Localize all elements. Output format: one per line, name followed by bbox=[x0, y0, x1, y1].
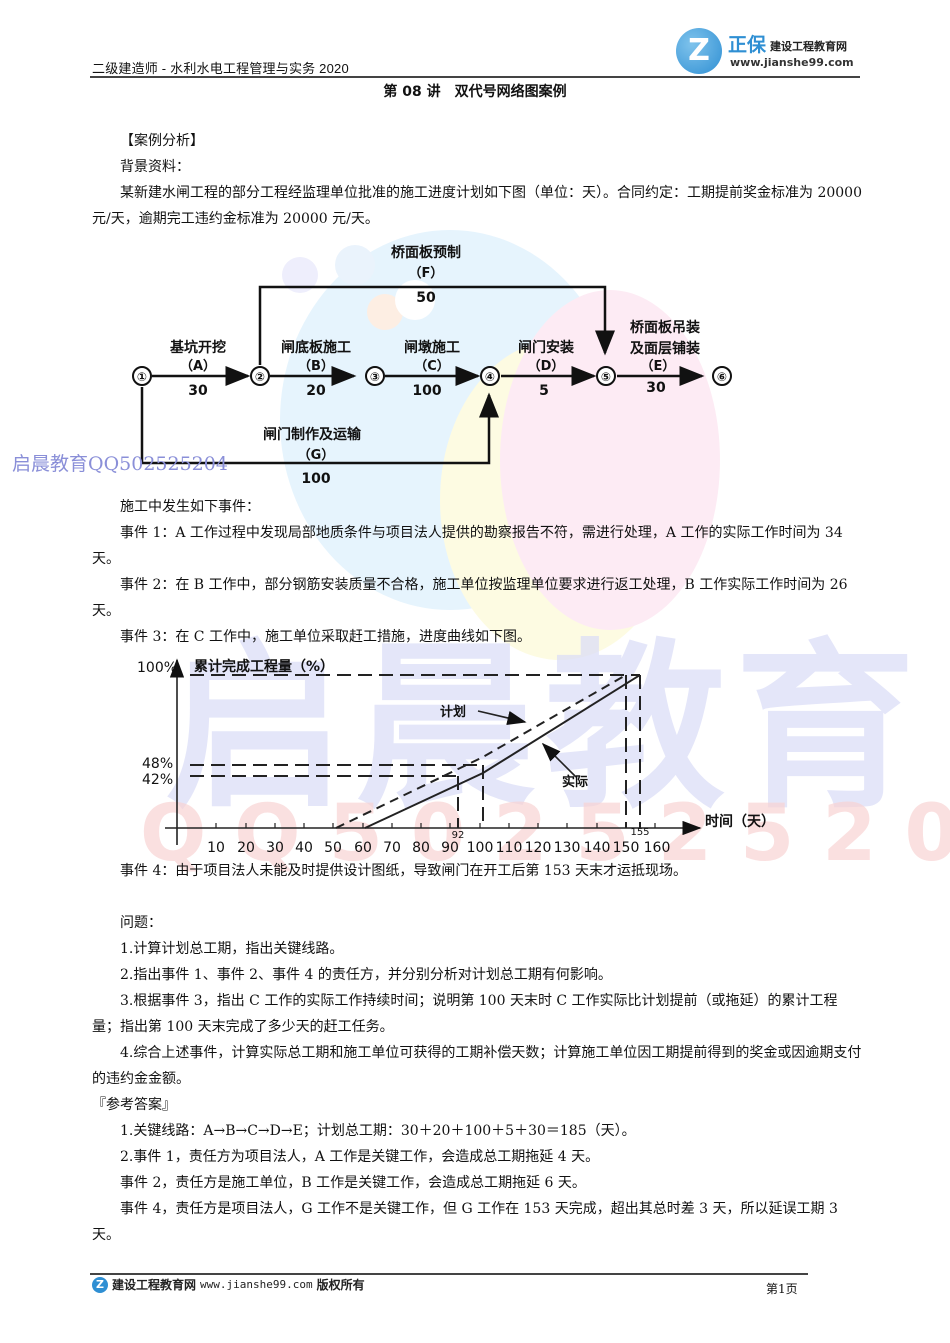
plan-curve bbox=[335, 674, 627, 829]
svg-text:40: 40 bbox=[295, 840, 313, 856]
answer-4: 事件 4，责任方是项目法人，G 工作不是关键工作，但 G 工作在 153 天完成… bbox=[92, 1201, 838, 1243]
answer-3: 事件 2，责任方是施工单位，B 工作是关键工作，会造成总工期拖延 6 天。 bbox=[120, 1175, 586, 1191]
node-2: ② bbox=[250, 366, 270, 386]
activity-f-name: 桥面板预制 bbox=[391, 244, 461, 261]
svg-text:（A）: （A） bbox=[180, 358, 216, 374]
svg-text:150: 150 bbox=[613, 840, 640, 856]
svg-text:⑤: ⑤ bbox=[601, 370, 611, 384]
plan-label: 计划 bbox=[440, 704, 466, 720]
node-6: ⑥ bbox=[712, 366, 732, 386]
logo-sub: 建设工程教育网 bbox=[770, 40, 847, 53]
z-logo-icon bbox=[676, 28, 722, 74]
svg-text:②: ② bbox=[255, 370, 265, 384]
svg-text:30: 30 bbox=[188, 383, 208, 399]
node-3: ③ bbox=[365, 366, 385, 386]
footer-rights: 版权所有 bbox=[316, 1278, 365, 1292]
question-4: 4.综合上述事件，计算实际总工期和施工单位可获得的工期补偿天数；计算施工单位因工… bbox=[92, 1045, 862, 1087]
svg-text:130: 130 bbox=[554, 840, 581, 856]
svg-text:160: 160 bbox=[644, 840, 671, 856]
svg-text:42%: 42% bbox=[142, 772, 173, 788]
svg-text:100: 100 bbox=[467, 840, 494, 856]
svg-text:70: 70 bbox=[383, 840, 401, 856]
svg-text:10: 10 bbox=[207, 840, 225, 856]
answer-1: 1.关键线路：A→B→C→D→E；计划总工期：30＋20＋100＋5＋30＝18… bbox=[120, 1123, 636, 1139]
answer-label: 『参考答案』 bbox=[92, 1097, 176, 1113]
page-number: 第1页 bbox=[766, 1282, 798, 1296]
logo-brand: 正保 bbox=[728, 34, 767, 56]
svg-text:（D）: （D） bbox=[528, 358, 565, 374]
svg-text:（C）: （C） bbox=[414, 358, 450, 374]
activity-a-name: 基坑开挖 bbox=[170, 339, 226, 356]
svg-text:⑥: ⑥ bbox=[717, 370, 727, 384]
question-1: 1.计算计划总工期，指出关键线路。 bbox=[120, 941, 344, 957]
header-course-title: 二级建造师 - 水利水电工程管理与实务 2020 bbox=[92, 61, 349, 76]
events-intro: 施工中发生如下事件： bbox=[120, 499, 260, 515]
svg-text:92: 92 bbox=[452, 830, 465, 841]
event-1: 事件 1：A 工作过程中发现局部地质条件与项目法人提供的勘察报告不符，需进行处理… bbox=[92, 525, 843, 567]
footer-copyright: Z 建设工程教育网 www.jianshe99.com 版权所有 bbox=[92, 1276, 365, 1293]
svg-text:80: 80 bbox=[412, 840, 430, 856]
svg-text:④: ④ bbox=[485, 370, 495, 384]
svg-text:20: 20 bbox=[306, 383, 326, 399]
question-2: 2.指出事件 1、事件 2、事件 4 的责任方，并分别分析对计划总工期有何影响。 bbox=[120, 967, 612, 983]
section-case-heading: 【案例分析】 bbox=[120, 133, 204, 149]
svg-text:50: 50 bbox=[324, 840, 342, 856]
svg-text:155: 155 bbox=[630, 827, 649, 838]
network-diagram: ① ② ③ ④ ⑤ ⑥ 基坑开挖 （A） 30 闸底板施工 （B） 20 闸墩施… bbox=[132, 244, 732, 487]
svg-text:100: 100 bbox=[301, 471, 330, 487]
svg-text:110: 110 bbox=[496, 840, 523, 856]
page-title: 第 08 讲 双代号网络图案例 bbox=[383, 84, 567, 100]
svg-text:140: 140 bbox=[584, 840, 611, 856]
svg-text:120: 120 bbox=[525, 840, 552, 856]
x-axis-label: 时间（天） bbox=[705, 813, 775, 830]
activity-e-name: 桥面板吊装 bbox=[630, 319, 701, 336]
footer-site: 建设工程教育网 bbox=[112, 1278, 197, 1292]
header-divider bbox=[90, 76, 860, 78]
svg-text:90: 90 bbox=[441, 840, 459, 856]
svg-text:30: 30 bbox=[646, 380, 666, 396]
svg-text:48%: 48% bbox=[142, 756, 173, 772]
logo-url: www.jianshe99.com bbox=[730, 56, 854, 69]
event-2: 事件 2：在 B 工作中，部分钢筋安装质量不合格，施工单位按监理单位要求进行返工… bbox=[92, 577, 848, 619]
svg-text:60: 60 bbox=[354, 840, 372, 856]
background-label: 背景资料： bbox=[120, 159, 190, 175]
node-5: ⑤ bbox=[596, 366, 616, 386]
svg-text:①: ① bbox=[137, 370, 147, 384]
svg-text:（E）: （E） bbox=[641, 358, 676, 374]
footer-divider bbox=[90, 1273, 808, 1275]
event-3: 事件 3：在 C 工作中，施工单位采取赶工措施，进度曲线如下图。 bbox=[120, 629, 531, 645]
questions-label: 问题： bbox=[120, 915, 162, 931]
watermark-big-text: 启晨教育 bbox=[165, 624, 925, 833]
svg-text:及面层铺装: 及面层铺装 bbox=[630, 340, 701, 357]
svg-text:100%: 100% bbox=[137, 660, 177, 676]
svg-text:50: 50 bbox=[416, 290, 436, 306]
activity-c-name: 闸墩施工 bbox=[404, 339, 460, 356]
svg-text:（F）: （F） bbox=[409, 265, 444, 281]
node-1: ① bbox=[132, 366, 152, 386]
svg-text:30: 30 bbox=[266, 840, 284, 856]
activity-d-name: 闸门安装 bbox=[518, 339, 575, 356]
svg-text:20: 20 bbox=[237, 840, 255, 856]
svg-text:5: 5 bbox=[539, 383, 549, 399]
footer-url[interactable]: www.jianshe99.com bbox=[200, 1278, 313, 1291]
svg-text:100: 100 bbox=[412, 383, 441, 399]
activity-g-name: 闸门制作及运输 bbox=[263, 426, 362, 443]
watermark-qq: 启晨教育QQ502525204 bbox=[12, 453, 228, 475]
z-logo-icon: Z bbox=[92, 1276, 108, 1293]
answer-2: 2.事件 1，责任方为项目法人，A 工作是关键工作，会造成总工期拖延 4 天。 bbox=[120, 1149, 600, 1165]
background-text: 某新建水闸工程的部分工程经监理单位批准的施工进度计划如下图（单位：天）。合同约定… bbox=[92, 185, 862, 227]
actual-curve bbox=[364, 674, 641, 829]
y-axis-label: 累计完成工程量（%） bbox=[194, 658, 334, 675]
question-3: 3.根据事件 3，指出 C 工作的实际工作持续时间；说明第 100 天末时 C … bbox=[92, 993, 838, 1035]
node-4: ④ bbox=[480, 366, 500, 386]
svg-text:（G）: （G） bbox=[298, 447, 335, 463]
site-logo[interactable]: Z 正保 建设工程教育网 www.jianshe99.com bbox=[676, 26, 866, 76]
svg-text:QQ502525204: QQ502525204 bbox=[140, 789, 950, 879]
event-4: 事件 4：由于项目法人未能及时提供设计图纸，导致闸门在开工后第 153 天末才运… bbox=[120, 863, 687, 879]
activity-b-name: 闸底板施工 bbox=[281, 339, 351, 356]
actual-label: 实际 bbox=[562, 774, 588, 790]
svg-text:③: ③ bbox=[370, 370, 380, 384]
svg-text:（B）: （B） bbox=[298, 358, 334, 374]
